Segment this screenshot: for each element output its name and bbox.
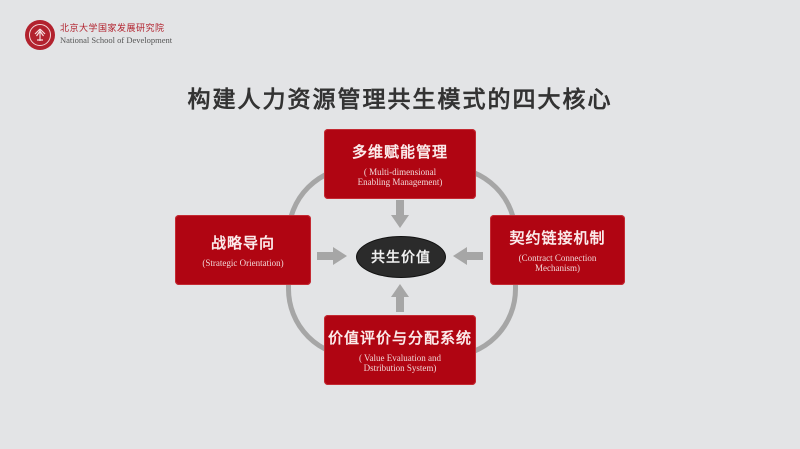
box-subtitle-line: ( Value Evaluation and <box>358 353 442 363</box>
arrow-up-icon <box>391 284 409 312</box>
box-title: 多维赋能管理 <box>351 143 448 161</box>
box-subtitle: (Contract Connection Mechanism) <box>519 253 597 273</box>
logo-english-name: National School of Development <box>60 35 173 46</box>
box-multidimensional-enabling: 多维赋能管理 ( Multi-dimensional Enabling Mana… <box>324 129 476 199</box>
box-strategic-orientation: 战略导向 (Strategic Orientation) <box>175 215 311 285</box>
box-subtitle: ( Multi-dimensional Enabling Management) <box>358 167 443 187</box>
school-logo: 北京大学国家发展研究院 National School of Developme… <box>25 20 172 50</box>
box-contract-connection: 契约链接机制 (Contract Connection Mechanism) <box>490 215 625 285</box>
box-subtitle-line: Enabling Management) <box>357 177 443 187</box>
box-subtitle-line: (Contract Connection <box>518 253 597 263</box>
box-subtitle: (Strategic Orientation) <box>202 258 283 268</box>
box-subtitle-line: Dstribution System) <box>363 363 437 373</box>
box-subtitle: ( Value Evaluation and Dstribution Syste… <box>359 353 441 373</box>
box-subtitle-line: ( Multi-dimensional <box>363 167 437 177</box>
arrow-left-icon <box>453 247 483 265</box>
arrow-right-icon <box>317 247 347 265</box>
box-title: 契约链接机制 <box>509 229 606 247</box>
box-title: 战略导向 <box>210 234 275 252</box>
symbiotic-value-ellipse: 共生价值 <box>356 236 446 278</box>
peking-university-emblem-icon <box>25 20 55 50</box>
arrow-down-icon <box>391 200 409 228</box>
box-value-evaluation: 价值评价与分配系统 ( Value Evaluation and Dstribu… <box>324 315 476 385</box>
slide-title: 构建人力资源管理共生模式的四大核心 <box>187 86 613 113</box>
logo-chinese-name: 北京大学国家发展研究院 <box>60 24 165 35</box>
box-subtitle-line: (Strategic Orientation) <box>202 258 284 268</box>
box-title: 价值评价与分配系统 <box>327 329 472 347</box>
box-subtitle-line: Mechanism) <box>534 263 580 273</box>
